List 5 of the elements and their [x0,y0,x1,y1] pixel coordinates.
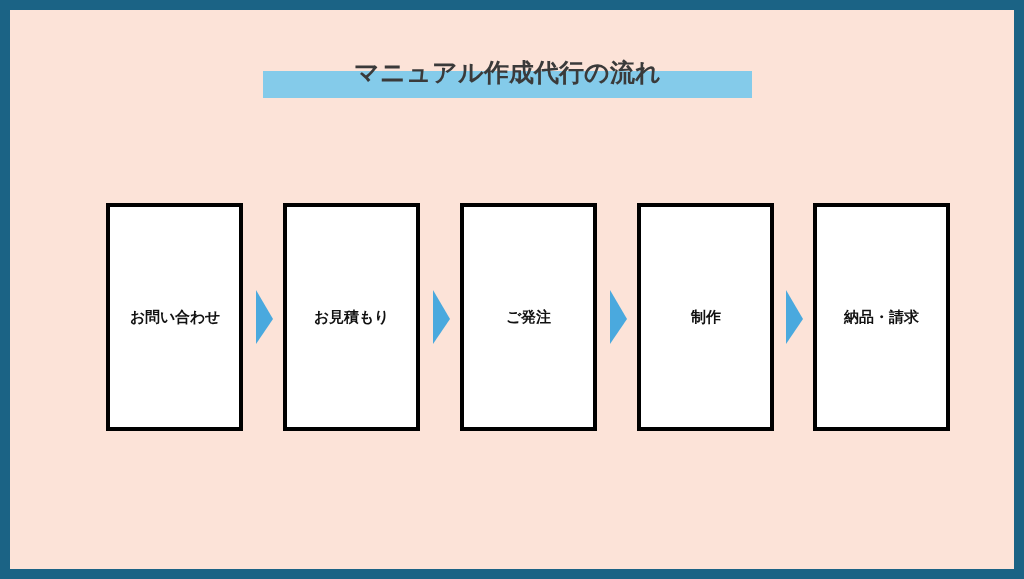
step-box: お見積もり [283,203,420,431]
step-box: ご発注 [460,203,597,431]
step-box: お問い合わせ [106,203,243,431]
step-box: 納品・請求 [813,203,950,431]
step-box: 制作 [637,203,774,431]
